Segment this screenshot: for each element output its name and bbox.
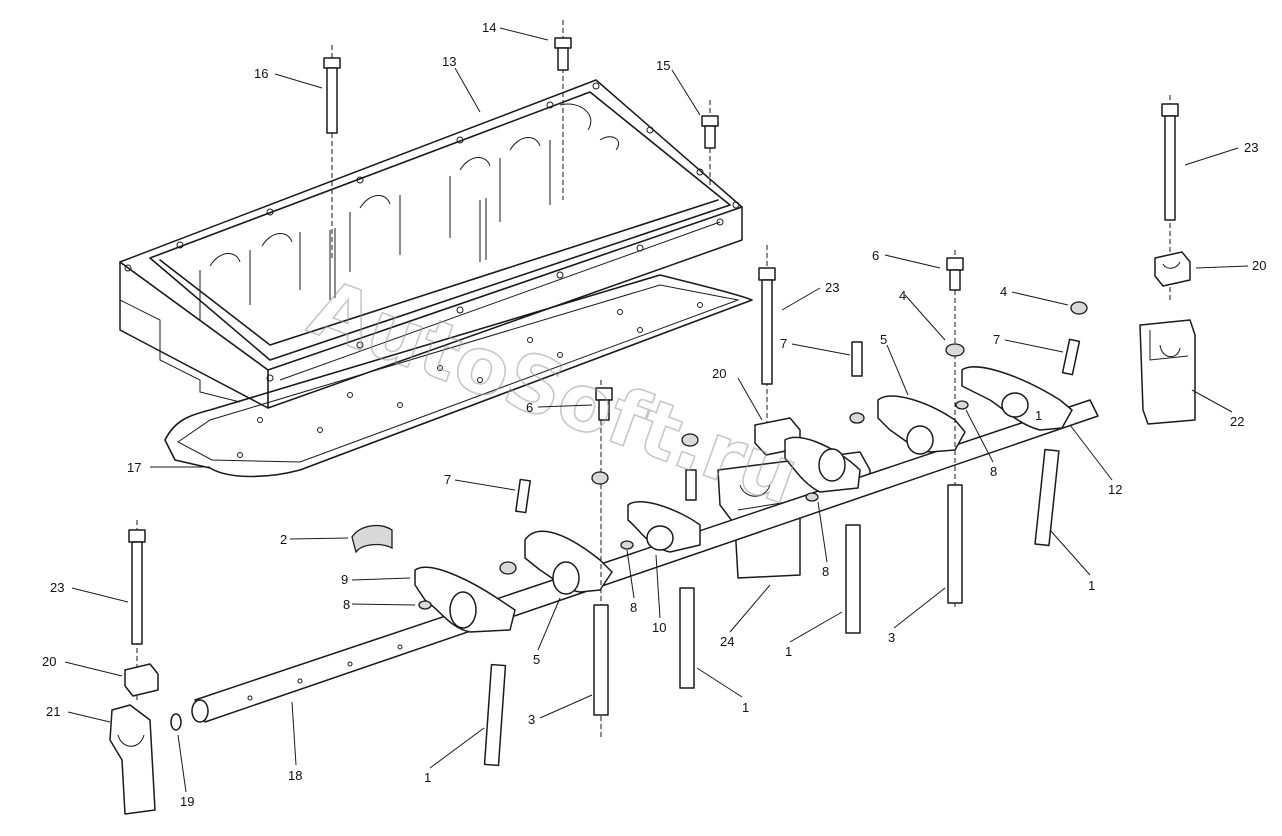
push-rod-1-b xyxy=(679,587,695,689)
nut-4-right xyxy=(499,301,1088,575)
callout-18: 18 xyxy=(288,768,302,783)
callout-1-right: 1 xyxy=(1088,578,1095,593)
ring-19 xyxy=(170,713,182,731)
callout-23-left: 23 xyxy=(50,580,64,595)
callout-19: 19 xyxy=(180,794,194,809)
callout-20-right: 20 xyxy=(1252,258,1266,273)
callout-8-left: 8 xyxy=(343,597,350,612)
pad-2 xyxy=(351,524,393,554)
callout-17: 17 xyxy=(127,460,141,475)
callout-4-far-right: 4 xyxy=(1000,284,1007,299)
push-rod-1-c xyxy=(845,524,861,634)
callout-10: 10 xyxy=(652,620,666,635)
callout-1-extra: 1 xyxy=(1035,408,1042,423)
pad-8 xyxy=(418,400,969,610)
callout-24: 24 xyxy=(720,634,734,649)
bolt-14 xyxy=(554,20,572,200)
callout-3-left: 3 xyxy=(528,712,535,727)
callout-6-middle: 6 xyxy=(526,400,533,415)
callout-8-center: 8 xyxy=(630,600,637,615)
callout-14: 14 xyxy=(482,20,496,35)
callout-2: 2 xyxy=(280,532,287,547)
screw-6-middle xyxy=(595,387,613,421)
callout-8-right: 8 xyxy=(990,464,997,479)
callout-22: 22 xyxy=(1230,414,1244,429)
callout-23-right: 23 xyxy=(1244,140,1258,155)
screw-6-right xyxy=(946,257,964,291)
bolt-15 xyxy=(701,100,719,185)
callout-13: 13 xyxy=(442,54,456,69)
callout-labels: 14 16 13 15 23 20 6 4 23 7 5 4 7 20 6 8 … xyxy=(42,20,1266,809)
push-rod-1-d xyxy=(1034,448,1060,547)
callout-20-left: 20 xyxy=(42,654,56,669)
adjust-screw-7 xyxy=(515,338,1081,514)
leader-lines xyxy=(64,27,1249,793)
rocker-arm-5-right xyxy=(877,395,966,455)
bracket-21 xyxy=(109,704,156,815)
pin-3-a xyxy=(593,380,609,740)
callout-20-middle: 20 xyxy=(712,366,726,381)
callout-1-left: 1 xyxy=(424,770,431,785)
push-rod-1-a xyxy=(483,663,507,767)
callout-5-left: 5 xyxy=(533,652,540,667)
callout-6-right: 6 xyxy=(872,248,879,263)
callout-3-right: 3 xyxy=(888,630,895,645)
rocker-shaft xyxy=(191,399,1099,723)
callout-7-left: 7 xyxy=(444,472,451,487)
callout-5-right: 5 xyxy=(880,332,887,347)
callout-4-right: 4 xyxy=(899,288,906,303)
clamp-20-right xyxy=(1154,251,1191,287)
bolt-23-left xyxy=(128,520,146,700)
rocker-arm-left xyxy=(414,566,516,633)
bracket-22 xyxy=(1139,319,1196,425)
callout-7-right: 7 xyxy=(993,332,1000,347)
bolt-16 xyxy=(323,45,341,260)
rocker-arm-5-left xyxy=(524,530,613,595)
pin-3-b xyxy=(947,250,963,610)
rocker-arm-middle xyxy=(784,436,861,493)
callout-8-middle: 8 xyxy=(822,564,829,579)
rocker-arm-10 xyxy=(627,501,701,553)
bolt-23-middle xyxy=(758,245,776,430)
callout-1-center: 1 xyxy=(742,700,749,715)
callout-15: 15 xyxy=(656,58,670,73)
callout-9: 9 xyxy=(341,572,348,587)
callout-7-middle: 7 xyxy=(780,336,787,351)
callout-21: 21 xyxy=(46,704,60,719)
callout-23-middle: 23 xyxy=(825,280,839,295)
clamp-20-left xyxy=(124,663,159,697)
rocker-housing xyxy=(119,79,743,409)
rocker-arm-12 xyxy=(961,366,1073,431)
callout-1-middle: 1 xyxy=(785,644,792,659)
callout-16: 16 xyxy=(254,66,268,81)
callout-12: 12 xyxy=(1108,482,1122,497)
gasket xyxy=(164,274,753,478)
